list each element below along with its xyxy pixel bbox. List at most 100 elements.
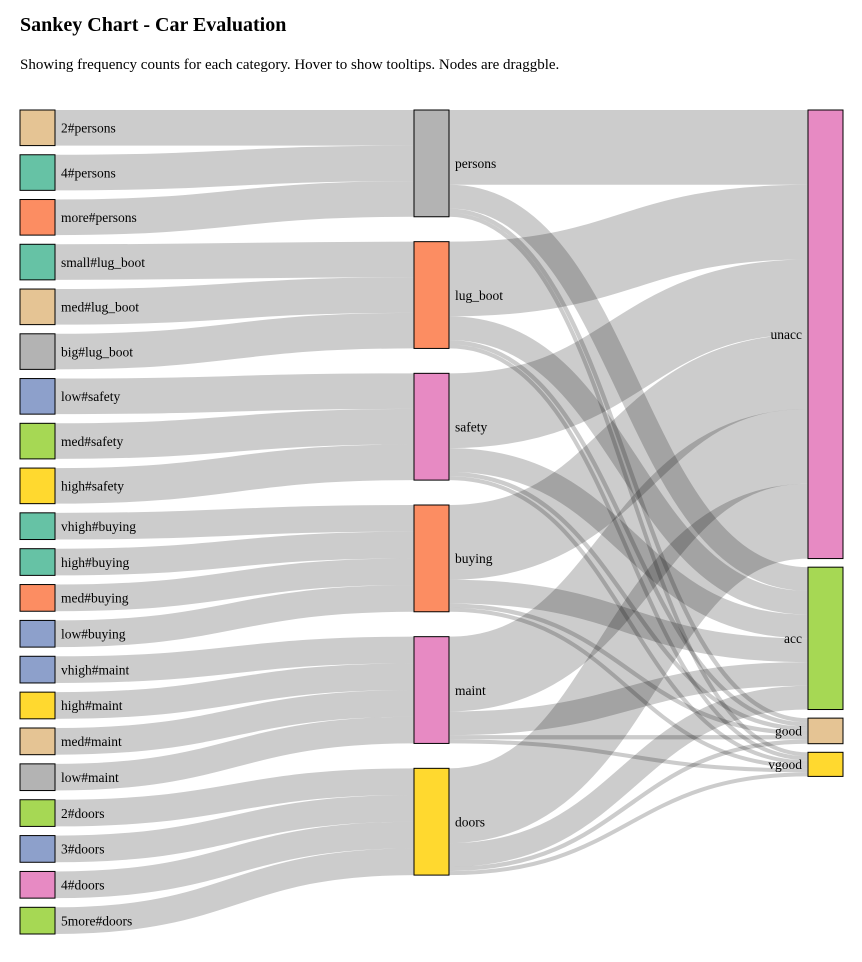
link-doors-to-good[interactable]: doors → good 69 xyxy=(448,739,809,872)
node-acc[interactable]: acc 2304acc xyxy=(784,566,844,711)
node-vhigh#maint[interactable]: vhigh#maint 432vhigh#maint xyxy=(19,655,129,684)
node-big#lug_boot[interactable]: big#lug_boot 576big#lug_boot xyxy=(19,333,133,370)
node-rect-small#lug_boot[interactable]: small#lug_boot 576 xyxy=(19,243,56,281)
link-4#persons-to-persons[interactable]: 4#persons → persons 576 xyxy=(54,145,415,191)
link-high#safety-to-safety[interactable]: high#safety → safety 576 xyxy=(54,444,415,504)
node-rect-persons[interactable]: persons 1728 xyxy=(413,109,450,218)
node-5more#doors[interactable]: 5more#doors 4325more#doors xyxy=(19,906,132,935)
node-4#doors[interactable]: 4#doors 4324#doors xyxy=(19,870,105,899)
node-vhigh#buying[interactable]: vhigh#buying 432vhigh#buying xyxy=(19,512,136,541)
link-persons-to-acc[interactable]: persons → acc 384 xyxy=(448,184,809,591)
link-high#maint-to-maint[interactable]: high#maint → maint 432 xyxy=(54,663,415,719)
node-rect-acc[interactable]: acc 2304 xyxy=(807,566,844,711)
link-med#lug_boot-to-lug_boot[interactable]: med#lug_boot → lug_boot 576 xyxy=(54,277,415,325)
node-rect-vhigh#maint[interactable]: vhigh#maint 432 xyxy=(19,655,56,684)
node-rect-med#safety[interactable]: med#safety 576 xyxy=(19,422,56,460)
node-vgood[interactable]: vgood 390vgood xyxy=(768,751,844,777)
node-med#buying[interactable]: med#buying 432med#buying xyxy=(19,584,129,612)
node-rect-4#doors[interactable]: 4#doors 432 xyxy=(19,870,56,899)
link-maint-to-unacc[interactable]: maint → unacc 1210 xyxy=(447,409,810,712)
node-rect-unacc[interactable]: unacc 7260 xyxy=(807,109,844,560)
link-5more#doors-to-doors[interactable]: 5more#doors → doors 432 xyxy=(54,848,415,934)
node-rect-low#buying[interactable]: low#buying 432 xyxy=(19,619,56,648)
link-med#maint-to-maint[interactable]: med#maint → maint 432 xyxy=(54,690,415,755)
link-persons-to-vgood[interactable]: persons → vgood 65 xyxy=(448,212,809,757)
link-3#doors-to-doors[interactable]: 3#doors → doors 432 xyxy=(54,795,415,863)
link-maint-to-vgood[interactable]: maint → vgood 65 xyxy=(448,739,809,773)
link-more#persons-to-persons[interactable]: more#persons → persons 576 xyxy=(54,181,415,236)
node-low#maint[interactable]: low#maint 432low#maint xyxy=(19,763,119,792)
node-rect-lug_boot[interactable]: lug_boot 1728 xyxy=(413,241,450,349)
node-rect-3#doors[interactable]: 3#doors 432 xyxy=(19,835,56,863)
node-high#maint[interactable]: high#maint 432high#maint xyxy=(19,691,123,720)
node-doors[interactable]: doors 1728doors xyxy=(413,767,485,876)
node-rect-med#buying[interactable]: med#buying 432 xyxy=(19,584,56,612)
node-rect-safety[interactable]: safety 1728 xyxy=(413,372,450,481)
node-med#lug_boot[interactable]: med#lug_boot 576med#lug_boot xyxy=(19,288,139,326)
link-small#lug_boot-to-lug_boot[interactable]: small#lug_boot → lug_boot 576 xyxy=(54,241,415,280)
node-good[interactable]: good 414good xyxy=(775,717,844,745)
node-rect-good[interactable]: good 414 xyxy=(807,717,844,745)
node-rect-med#lug_boot[interactable]: med#lug_boot 576 xyxy=(19,288,56,326)
node-med#maint[interactable]: med#maint 432med#maint xyxy=(19,727,122,756)
node-rect-vhigh#buying[interactable]: vhigh#buying 432 xyxy=(19,512,56,541)
link-med#buying-to-buying[interactable]: med#buying → buying 432 xyxy=(54,558,415,612)
node-rect-doors[interactable]: doors 1728 xyxy=(413,767,450,876)
link-lug_boot-to-unacc[interactable]: lug_boot → unacc 1210 xyxy=(448,184,809,317)
link-doors-to-acc[interactable]: doors → acc 384 xyxy=(448,685,809,867)
link-big#lug_boot-to-lug_boot[interactable]: big#lug_boot → lug_boot 576 xyxy=(54,312,415,370)
link-safety-to-good[interactable]: safety → good 69 xyxy=(448,471,809,731)
link-high#buying-to-buying[interactable]: high#buying → buying 432 xyxy=(54,531,415,576)
link-doors-to-unacc[interactable]: doors → unacc 1210 xyxy=(447,483,810,844)
node-rect-low#maint[interactable]: low#maint 432 xyxy=(19,763,56,792)
node-maint[interactable]: maint 1728maint xyxy=(413,636,486,744)
link-vhigh#buying-to-buying[interactable]: vhigh#buying → buying 432 xyxy=(54,505,415,540)
link-low#safety-to-safety[interactable]: low#safety → safety 576 xyxy=(54,373,415,415)
link-safety-to-acc[interactable]: safety → acc 384 xyxy=(448,448,809,639)
link-lug_boot-to-acc[interactable]: lug_boot → acc 384 xyxy=(448,316,809,615)
link-vhigh#maint-to-maint[interactable]: vhigh#maint → maint 432 xyxy=(54,636,415,683)
link-lug_boot-to-good[interactable]: lug_boot → good 69 xyxy=(448,340,809,727)
link-safety-to-unacc[interactable]: safety → unacc 1210 xyxy=(448,259,809,449)
link-doors-to-vgood[interactable]: doors → vgood 65 xyxy=(448,772,809,876)
link-low#maint-to-maint[interactable]: low#maint → maint 432 xyxy=(54,716,415,791)
node-rect-2#persons[interactable]: 2#persons 576 xyxy=(19,109,56,147)
node-rect-big#lug_boot[interactable]: big#lug_boot 576 xyxy=(19,333,56,370)
link-buying-to-vgood[interactable]: buying → vgood 65 xyxy=(448,607,809,769)
node-3#doors[interactable]: 3#doors 4323#doors xyxy=(19,835,105,863)
link-low#buying-to-buying[interactable]: low#buying → buying 432 xyxy=(54,585,415,648)
link-2#doors-to-doors[interactable]: 2#doors → doors 432 xyxy=(54,768,415,827)
node-rect-med#maint[interactable]: med#maint 432 xyxy=(19,727,56,756)
node-high#buying[interactable]: high#buying 432high#buying xyxy=(19,548,130,576)
node-rect-more#persons[interactable]: more#persons 576 xyxy=(19,199,56,236)
node-rect-4#persons[interactable]: 4#persons 576 xyxy=(19,154,56,191)
node-small#lug_boot[interactable]: small#lug_boot 576small#lug_boot xyxy=(19,243,145,281)
link-buying-to-acc[interactable]: buying → acc 384 xyxy=(448,579,809,663)
link-buying-to-unacc[interactable]: buying → unacc 1210 xyxy=(448,334,809,580)
node-unacc[interactable]: unacc 7260unacc xyxy=(771,109,844,560)
link-lug_boot-to-vgood[interactable]: lug_boot → vgood 65 xyxy=(448,344,809,761)
node-high#safety[interactable]: high#safety 576high#safety xyxy=(19,467,124,505)
node-buying[interactable]: buying 1728buying xyxy=(413,504,493,613)
node-rect-vgood[interactable]: vgood 390 xyxy=(807,751,844,777)
node-2#doors[interactable]: 2#doors 4322#doors xyxy=(19,799,105,827)
link-buying-to-good[interactable]: buying → good 69 xyxy=(448,603,809,736)
node-2#persons[interactable]: 2#persons 5762#persons xyxy=(19,109,116,147)
node-4#persons[interactable]: 4#persons 5764#persons xyxy=(19,154,116,191)
node-rect-low#safety[interactable]: low#safety 576 xyxy=(19,378,56,415)
node-rect-high#buying[interactable]: high#buying 432 xyxy=(19,548,56,576)
link-maint-to-acc[interactable]: maint → acc 384 xyxy=(448,662,809,736)
node-rect-buying[interactable]: buying 1728 xyxy=(413,504,450,613)
node-rect-high#maint[interactable]: high#maint 432 xyxy=(19,691,56,720)
node-rect-maint[interactable]: maint 1728 xyxy=(413,636,450,744)
node-med#safety[interactable]: med#safety 576med#safety xyxy=(19,422,123,460)
node-lug_boot[interactable]: lug_boot 1728lug_boot xyxy=(413,241,503,349)
node-rect-2#doors[interactable]: 2#doors 432 xyxy=(19,799,56,827)
node-low#buying[interactable]: low#buying 432low#buying xyxy=(19,619,126,648)
link-safety-to-vgood[interactable]: safety → vgood 65 xyxy=(448,476,809,765)
node-rect-high#safety[interactable]: high#safety 576 xyxy=(19,467,56,505)
node-safety[interactable]: safety 1728safety xyxy=(413,372,487,481)
node-rect-5more#doors[interactable]: 5more#doors 432 xyxy=(19,906,56,935)
link-persons-to-good[interactable]: persons → good 69 xyxy=(448,208,809,723)
link-4#doors-to-doors[interactable]: 4#doors → doors 432 xyxy=(54,821,415,899)
